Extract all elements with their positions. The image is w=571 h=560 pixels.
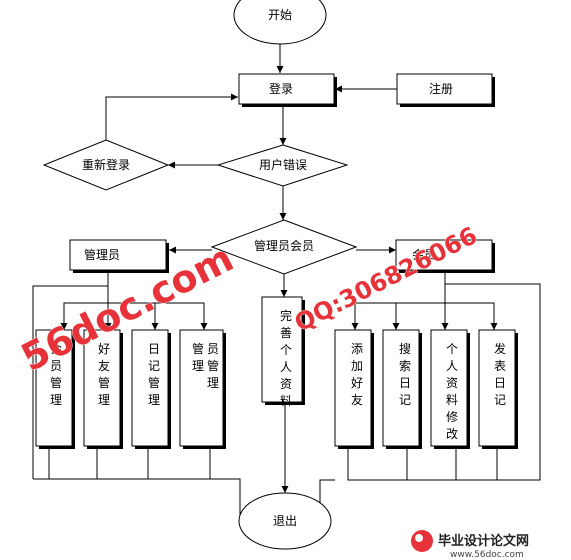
node-member-label: 会员 (412, 248, 436, 262)
node-register: 注册 (396, 73, 495, 107)
logo-icon (411, 530, 433, 552)
node-diary-mgmt-label: 日记管理 (148, 342, 160, 407)
node-role-check-label: 管理员会员 (254, 238, 314, 253)
node-add-friend-label: 添加好友 (351, 342, 363, 407)
node-admin-mgmt-label: 管理员管理 (192, 341, 219, 390)
node-friend-mgmt: 好友管理 (83, 329, 123, 449)
node-edit-profile-label: 个人资料修改 (446, 342, 458, 441)
node-admin-label: 管理员 (84, 247, 120, 262)
node-relogin-label: 重新登录 (82, 157, 130, 172)
node-user-error-label: 用户错误 (259, 157, 307, 172)
node-admin: 管理员 (69, 239, 169, 273)
node-exit-label: 退出 (273, 514, 297, 528)
node-search-diary: 搜索日记 (382, 329, 422, 449)
node-search-diary-label: 搜索日记 (399, 341, 411, 407)
node-user-error: 用户错误 (216, 144, 349, 187)
node-login-label: 登录 (269, 81, 293, 96)
node-diary-mgmt: 日记管理 (131, 329, 171, 449)
node-edit-profile: 个人资料修改 (430, 329, 470, 449)
node-post-diary-label: 发表日记 (494, 341, 506, 407)
footer-title: 毕业设计论文网 (438, 533, 529, 549)
node-complete-profile: 完善个人资料 (261, 296, 305, 408)
node-start: 开始 (233, 0, 327, 45)
node-start-label: 开始 (268, 8, 292, 22)
node-friend-mgmt-label: 好友管理 (98, 342, 110, 407)
node-member-mgmt-label: 会员管理 (50, 342, 62, 407)
node-register-label: 注册 (429, 81, 453, 96)
node-login: 登录 (238, 73, 337, 107)
node-relogin: 重新登录 (42, 139, 170, 191)
node-member: 会员 (395, 239, 495, 273)
node-complete-profile-label: 完善个人资料 (280, 308, 292, 408)
node-add-friend: 添加好友 (334, 329, 374, 449)
footer-logo: 毕业设计论文网 www.56doc.com (411, 530, 529, 560)
node-role-check: 管理员会员 (210, 219, 358, 275)
footer-url: www.56doc.com (450, 550, 524, 560)
node-exit: 退出 (238, 492, 332, 550)
node-member-mgmt: 会员管理 (35, 329, 75, 449)
node-admin-mgmt: 管理员管理 (179, 329, 226, 449)
node-post-diary: 发表日记 (478, 329, 518, 449)
